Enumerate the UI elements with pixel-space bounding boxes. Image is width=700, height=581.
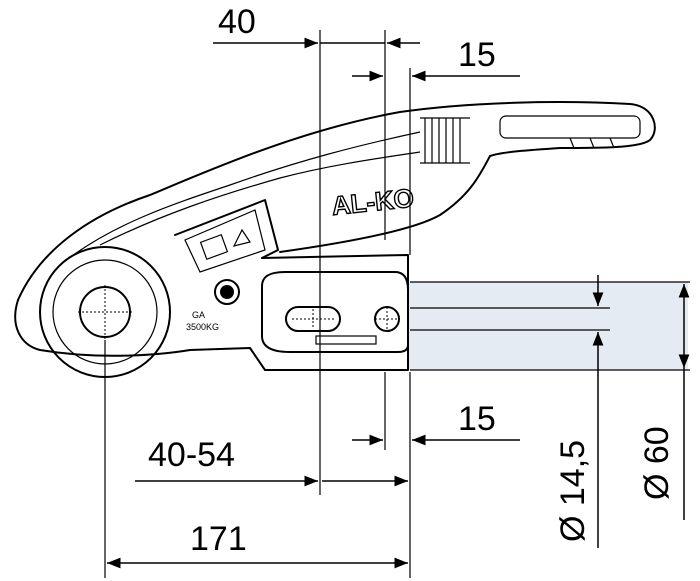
dimension-lines [107,37,690,569]
extension-lines [104,30,690,578]
dim-bottom-offset: 15 [458,400,496,438]
plate-label-type: GA [192,310,205,320]
brand-logo: AL-KO [330,183,415,221]
bolt-head [214,279,240,305]
spring-ribs [420,117,470,164]
slot-hole [285,306,341,332]
coupling-body: AL-KO GA 3500KG [14,101,656,378]
dim-tube-diameter: Ø 60 [638,426,676,500]
dim-top-width: 40 [218,3,256,41]
dim-overall-length: 171 [190,520,247,558]
plate-label-load: 3500KG [186,322,219,332]
tube-shading [408,282,688,370]
dim-hole-diameter: Ø 14,5 [554,440,592,542]
dim-top-offset: 15 [458,36,496,74]
dim-bottom-range: 40-54 [148,436,235,474]
